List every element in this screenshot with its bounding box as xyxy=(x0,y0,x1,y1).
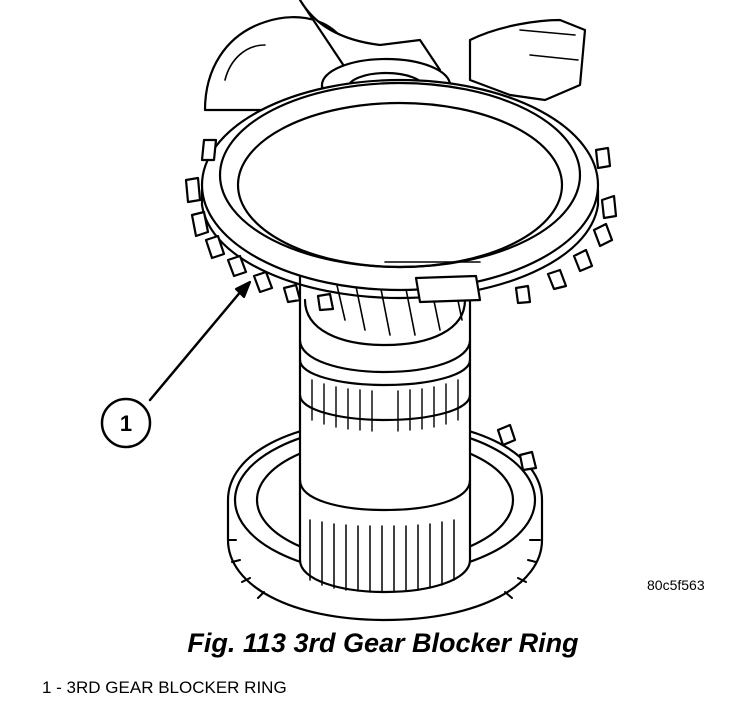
figure-code: 80c5f563 xyxy=(647,577,705,593)
figure-caption: Fig. 113 3rd Gear Blocker Ring xyxy=(187,628,579,658)
blocker-ring xyxy=(184,78,618,312)
callout-1: 1 xyxy=(100,397,152,449)
callout-1-number: 1 xyxy=(120,411,132,436)
main-shaft xyxy=(298,338,472,594)
callout-legend-item: 1 - 3RD GEAR BLOCKER RING xyxy=(42,678,287,697)
callout-leader-arrow xyxy=(148,280,252,402)
